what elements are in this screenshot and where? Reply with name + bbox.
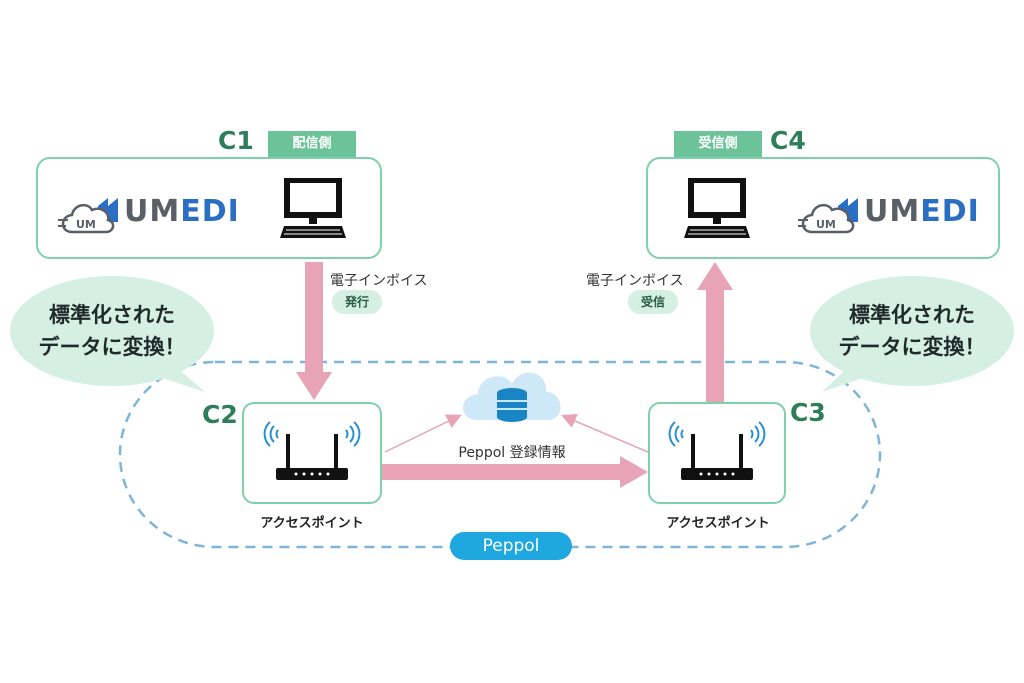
c4-receiver-tag: 受信側 bbox=[674, 131, 762, 157]
receive-flow-label: 電子インボイス bbox=[586, 273, 684, 289]
c2-code: C2 bbox=[202, 400, 238, 429]
lookup-arrow-right bbox=[561, 414, 649, 453]
c1-computer-icon bbox=[280, 178, 346, 238]
registry-cloud-icon bbox=[463, 372, 561, 422]
c4-code: C4 bbox=[770, 126, 806, 155]
c1-brand-name: UMEDI bbox=[124, 194, 240, 229]
c1-umedi-logo-icon bbox=[58, 192, 118, 234]
c3-code: C3 bbox=[790, 398, 826, 427]
send-arrow bbox=[296, 262, 332, 400]
c1-code: C1 bbox=[218, 126, 254, 155]
c2-access-point-box bbox=[242, 402, 382, 504]
left-bubble-line2: データに変換！ bbox=[38, 335, 186, 359]
c4-computer-icon bbox=[684, 178, 750, 238]
left-bubble-line1: 標準化された bbox=[49, 303, 175, 327]
c1-sender-tag: 配信側 bbox=[268, 131, 356, 157]
peppol-network-boundary bbox=[118, 360, 882, 549]
send-flow-label: 電子インボイス bbox=[330, 273, 428, 289]
receive-flow-badge: 受信 bbox=[628, 290, 678, 314]
c1-brand-edi: EDI bbox=[180, 194, 240, 229]
c2-router-icon bbox=[263, 421, 361, 480]
right-bubble-line1: 標準化された bbox=[849, 303, 975, 327]
right-bubble-line2: データに変換！ bbox=[838, 335, 986, 359]
send-flow-badge: 発行 bbox=[332, 290, 382, 314]
c3-access-point-box bbox=[648, 402, 786, 504]
c4-brand-edi: EDI bbox=[920, 194, 980, 229]
c4-umedi-logo-icon bbox=[798, 192, 858, 234]
right-speech-bubble bbox=[810, 276, 1014, 392]
left-speech-bubble bbox=[10, 276, 214, 392]
right-bubble-text: 標準化された データに変換！ bbox=[822, 299, 1002, 363]
c4-brand-name: UMEDI bbox=[864, 194, 980, 229]
lookup-arrow-left bbox=[384, 414, 462, 453]
left-bubble-text: 標準化された データに変換！ bbox=[22, 299, 202, 363]
receive-arrow bbox=[697, 262, 733, 404]
c3-label: アクセスポイント bbox=[666, 516, 770, 531]
c4-cloud-text: UM bbox=[816, 218, 836, 231]
c3-router-icon bbox=[668, 421, 766, 480]
peppol-network-label: Peppol bbox=[450, 532, 572, 560]
registry-label: Peppol 登録情報 bbox=[458, 445, 566, 461]
c4-brand-um: UM bbox=[864, 194, 921, 229]
c2-label: アクセスポイント bbox=[260, 516, 364, 531]
c1-cloud-text: UM bbox=[76, 218, 96, 231]
c1-brand-um: UM bbox=[124, 194, 181, 229]
transfer-arrow bbox=[382, 456, 648, 488]
